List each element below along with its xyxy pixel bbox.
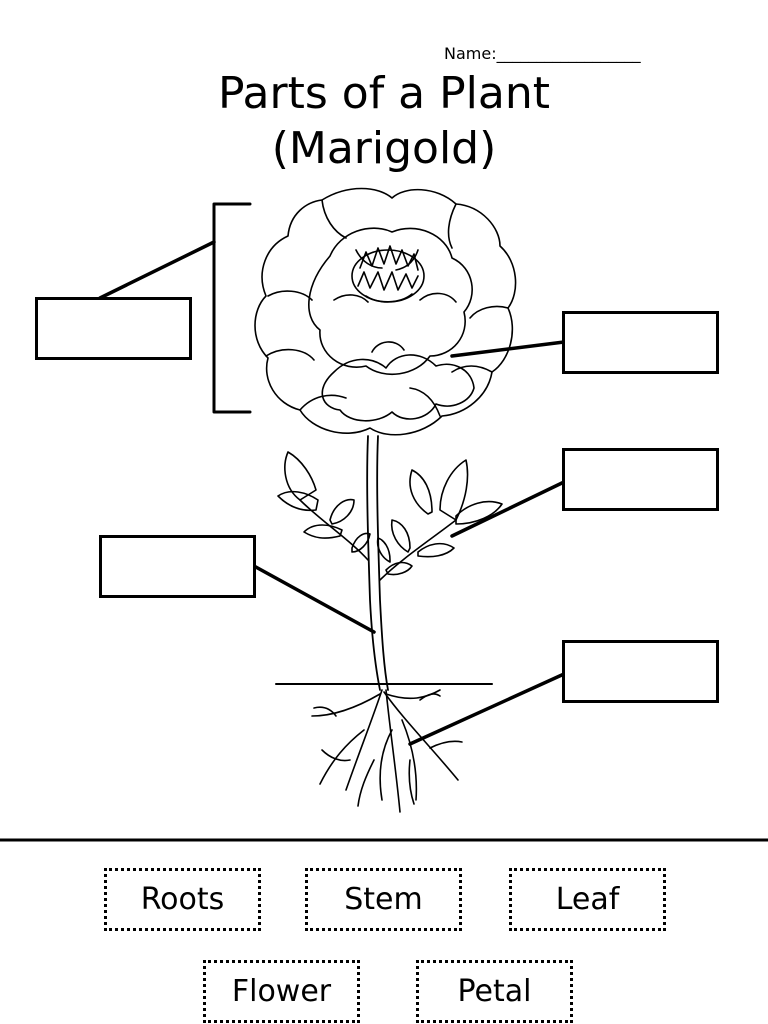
- pointer-line-stem: [252, 564, 376, 634]
- word-bank-roots[interactable]: Roots: [104, 868, 261, 931]
- pointer-line-leaf: [450, 480, 566, 538]
- pointer-line-roots: [408, 672, 566, 746]
- roots-drawing: [311, 689, 463, 813]
- name-label: Name:__________________: [444, 44, 641, 63]
- leaf-drawing: [277, 451, 503, 581]
- word-bank-petal[interactable]: Petal: [416, 960, 573, 1023]
- title-line-1: Parts of a Plant: [218, 68, 550, 119]
- answer-box-stem[interactable]: [99, 535, 256, 598]
- word-bank-leaf[interactable]: Leaf: [509, 868, 666, 931]
- answer-box-flower[interactable]: [35, 297, 192, 360]
- flower-head-drawing: [254, 187, 517, 436]
- answer-box-leaf[interactable]: [562, 448, 719, 511]
- word-bank-stem[interactable]: Stem: [305, 868, 462, 931]
- stem-drawing: [366, 435, 389, 691]
- word-bank-flower[interactable]: Flower: [203, 960, 360, 1023]
- title-line-2: (Marigold): [271, 123, 497, 174]
- answer-box-petal[interactable]: [562, 311, 719, 374]
- worksheet-title: Parts of a Plant (Marigold): [0, 66, 768, 176]
- flower-bracket: [212, 202, 252, 414]
- pointer-line-petal: [450, 340, 566, 358]
- pointer-lines: [98, 240, 566, 746]
- pointer-line-flower: [98, 240, 216, 300]
- answer-box-roots[interactable]: [562, 640, 719, 703]
